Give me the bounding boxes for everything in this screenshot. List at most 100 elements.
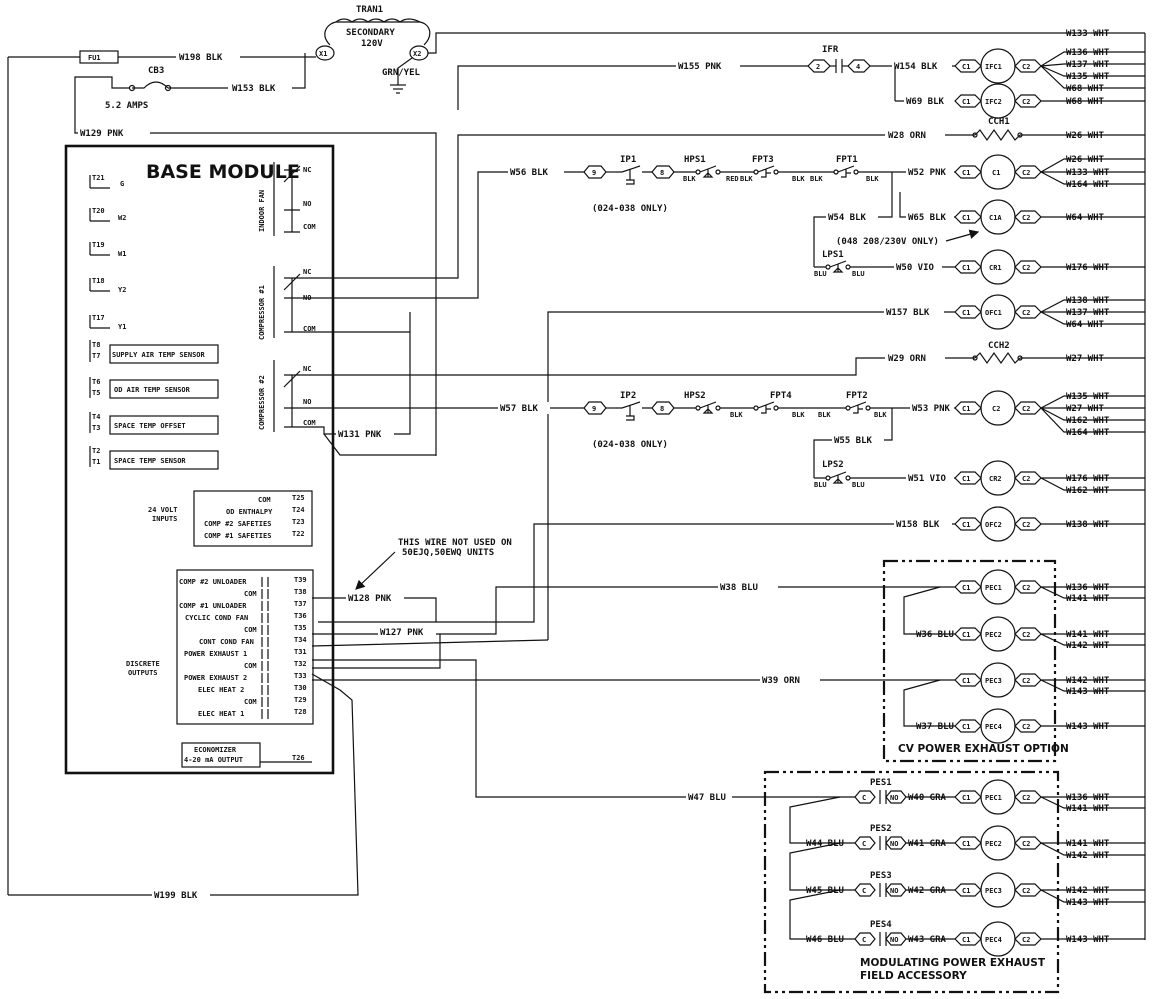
svg-text:BLK: BLK	[874, 411, 887, 419]
svg-text:INDOOR FAN: INDOOR FAN	[258, 190, 266, 232]
svg-text:C1: C1	[962, 723, 970, 731]
svg-text:T25: T25	[292, 494, 305, 502]
svg-text:NO: NO	[890, 794, 898, 802]
svg-text:OUTPUTS: OUTPUTS	[128, 669, 158, 677]
svg-text:W143 WHT: W143 WHT	[1066, 687, 1110, 697]
svg-text:C2: C2	[1022, 63, 1030, 71]
mod-option-label-2: FIELD ACCESSORY	[860, 970, 967, 982]
svg-text:W143 WHT: W143 WHT	[1066, 722, 1110, 732]
crankcase-heater-2: W29 ORN CCH2 W27 WHT	[322, 341, 1145, 376]
svg-text:W52 PNK: W52 PNK	[908, 168, 947, 178]
svg-text:X2: X2	[413, 50, 421, 58]
svg-text:T4: T4	[92, 413, 100, 421]
svg-text:COMPRESSOR #2: COMPRESSOR #2	[258, 375, 266, 430]
svg-text:W142 WHT: W142 WHT	[1066, 641, 1110, 651]
svg-text:C1: C1	[962, 840, 970, 848]
svg-text:W29 ORN: W29 ORN	[888, 354, 926, 364]
svg-text:OFC2: OFC2	[985, 521, 1002, 529]
svg-text:T6: T6	[92, 378, 100, 386]
svg-text:C2: C2	[1022, 723, 1030, 731]
tran1-label: TRAN1	[356, 5, 383, 15]
svg-text:W141 WHT: W141 WHT	[1066, 594, 1110, 604]
svg-text:T8: T8	[92, 341, 100, 349]
svg-text:BLK: BLK	[792, 411, 805, 419]
svg-text:C1: C1	[962, 169, 970, 177]
svg-text:4-20 mA OUTPUT: 4-20 mA OUTPUT	[184, 756, 243, 764]
base-module-title: BASE MODULE	[146, 161, 300, 183]
svg-text:T3: T3	[92, 424, 100, 432]
svg-text:C1: C1	[962, 63, 970, 71]
svg-text:T23: T23	[292, 518, 305, 526]
svg-text:C: C	[862, 936, 866, 944]
cb3-label: CB3	[148, 66, 164, 76]
svg-text:W28 ORN: W28 ORN	[888, 131, 926, 141]
svg-text:T30: T30	[294, 684, 307, 692]
svg-text:W135 WHT: W135 WHT	[1066, 392, 1110, 402]
svg-text:W136 WHT: W136 WHT	[1066, 583, 1110, 593]
svg-text:W162 WHT: W162 WHT	[1066, 486, 1110, 496]
modulating-power-exhaust: W47 BLU PES1 C NO W40 GRA PES2 W44 BLU C…	[686, 770, 1145, 994]
svg-text:T17: T17	[92, 314, 105, 322]
svg-text:T32: T32	[294, 660, 307, 668]
svg-text:W56 BLK: W56 BLK	[510, 168, 549, 178]
svg-text:OFC1: OFC1	[985, 309, 1002, 317]
svg-text:BLK: BLK	[792, 175, 805, 183]
svg-text:BLK: BLK	[866, 175, 879, 183]
svg-text:C1A: C1A	[989, 214, 1002, 222]
svg-text:PEC2: PEC2	[985, 631, 1002, 639]
svg-text:W141 WHT: W141 WHT	[1066, 630, 1110, 640]
svg-text:T36: T36	[294, 612, 307, 620]
svg-text:SUPPLY AIR TEMP SENSOR: SUPPLY AIR TEMP SENSOR	[112, 351, 206, 359]
svg-text:IFC2: IFC2	[985, 98, 1002, 106]
svg-text:COM: COM	[303, 325, 316, 333]
svg-text:C1: C1	[962, 405, 970, 413]
svg-text:W1: W1	[118, 250, 126, 258]
svg-text:W133 WHT: W133 WHT	[1066, 168, 1110, 178]
svg-text:W43 GRA: W43 GRA	[908, 935, 947, 945]
svg-text:W51 VIO: W51 VIO	[908, 474, 947, 484]
svg-text:NC: NC	[303, 365, 311, 373]
svg-text:W55 BLK: W55 BLK	[834, 436, 873, 446]
svg-text:PEC4: PEC4	[985, 936, 1002, 944]
svg-text:W155 PNK: W155 PNK	[678, 62, 722, 72]
svg-text:COM: COM	[244, 662, 257, 670]
svg-text:BLK: BLK	[740, 175, 753, 183]
svg-text:W138 WHT: W138 WHT	[1066, 520, 1110, 530]
outdoor-fan-contactor-2: W158 BLK C1 OFC2 C2 W138 WHT	[318, 506, 1145, 623]
svg-text:X1: X1	[319, 50, 327, 58]
crankcase-heater-1: W28 ORN CCH1 W26 WHT	[322, 117, 1145, 279]
svg-text:8: 8	[660, 405, 664, 413]
svg-text:T24: T24	[292, 506, 305, 514]
svg-text:INPUTS: INPUTS	[152, 515, 177, 523]
pes-rows: PES1 C NO W40 GRA PES2 W44 BLU C NO W41 …	[789, 778, 955, 946]
indoor-fan-contactor-group: W155 PNK IFR 2 4 W154 BLK W69 BLK C1 IFC…	[457, 45, 1145, 119]
svg-text:8: 8	[660, 169, 664, 177]
svg-text:9: 9	[592, 405, 596, 413]
svg-text:PEC4: PEC4	[985, 723, 1002, 731]
svg-text:W69 BLK: W69 BLK	[906, 97, 945, 107]
svg-text:RED: RED	[726, 175, 739, 183]
svg-text:W41 GRA: W41 GRA	[908, 839, 947, 849]
svg-text:COM: COM	[244, 698, 257, 706]
svg-text:C1: C1	[962, 677, 970, 685]
svg-text:T35: T35	[294, 624, 307, 632]
svg-text:W143 WHT: W143 WHT	[1066, 898, 1110, 908]
svg-text:T31: T31	[294, 648, 307, 656]
svg-text:C1: C1	[962, 264, 970, 272]
svg-text:T18: T18	[92, 277, 105, 285]
cv-power-exhaust-option: W38 BLU W39 ORN W36 BLU W37 BLU C1 PEC1 …	[718, 559, 1145, 763]
cb3-breaker	[132, 81, 178, 89]
svg-text:G: G	[120, 180, 124, 188]
svg-text:BLU: BLU	[814, 481, 827, 489]
svg-text:BLK: BLK	[818, 411, 831, 419]
svg-text:SPACE TEMP SENSOR: SPACE TEMP SENSOR	[114, 457, 186, 465]
svg-text:(024-038 ONLY): (024-038 ONLY)	[592, 440, 668, 450]
svg-text:COM: COM	[303, 223, 316, 231]
svg-text:HPS1: HPS1	[684, 155, 706, 165]
svg-text:COMP #1 SAFETIES: COMP #1 SAFETIES	[204, 532, 271, 540]
svg-text:W42 GRA: W42 GRA	[908, 886, 947, 896]
